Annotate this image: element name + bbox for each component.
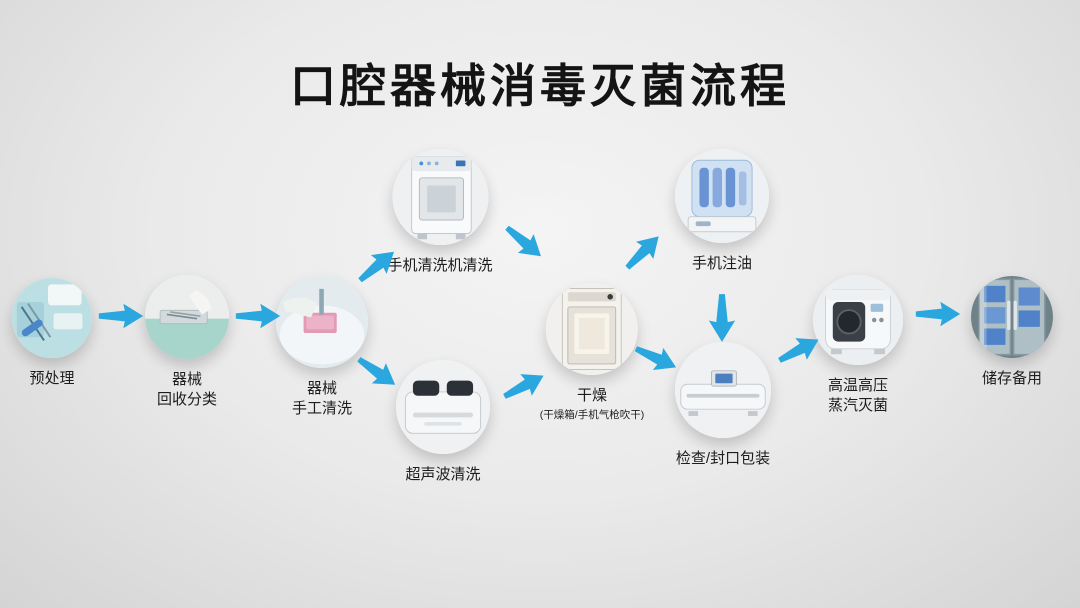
arrow-down-right-icon <box>634 346 677 371</box>
autoclave-icon <box>813 275 903 365</box>
autoclave-machine <box>813 275 903 365</box>
node-label: 手机注油 <box>692 254 752 274</box>
node-label-line: 储存备用 <box>981 370 1042 387</box>
node-label: 器械 回收分类 <box>157 370 217 411</box>
hand-washing-icon <box>276 276 368 368</box>
handpiece-washer-icon <box>391 149 488 245</box>
drying-oven-machine <box>545 283 638 375</box>
node-label: 检查/封口包装 <box>676 449 770 469</box>
arrow-right-icon <box>235 303 281 329</box>
flow-arrow-autoclave-to-storage <box>915 301 961 327</box>
node-label-line: 器械 <box>306 380 337 397</box>
node-storage: 储存备用 <box>971 276 1053 389</box>
storage-cabinet-photo <box>971 276 1053 358</box>
flow-arrow-wash-to-ultrasonic <box>351 348 404 396</box>
arrow-up-right-icon <box>503 374 544 399</box>
node-label-line: 手机注油 <box>691 255 752 272</box>
node-label: 器械 手工清洗 <box>292 379 352 420</box>
node-label: 干燥 <box>577 386 607 406</box>
flow-arrow-drying-to-oiling <box>618 227 669 278</box>
flow-arrow-pretreat-to-recycle <box>98 303 144 329</box>
instrument-tray-icon <box>12 278 92 358</box>
node-pretreatment: 预处理 <box>12 278 92 389</box>
node-inspect-seal-pack: 检查/封口包装 <box>675 342 771 469</box>
node-label-line: 干燥 <box>576 387 608 404</box>
node-label-line: 器械 <box>171 371 202 388</box>
sealing-machine-icon <box>675 342 771 438</box>
recycle-table-icon <box>145 275 229 359</box>
node-label-line: 手工清洗 <box>291 400 352 418</box>
node-label-line: 检查/封口包装 <box>675 450 771 467</box>
arrow-right-icon <box>98 303 144 329</box>
flow-arrow-recycle-to-wash <box>235 303 281 329</box>
arrow-down-icon <box>708 294 736 342</box>
flow-arrow-wash-to-washer <box>351 241 403 290</box>
page-title: 口腔器械消毒灭菌流程 <box>290 60 790 112</box>
arrow-down-right-icon <box>505 225 541 257</box>
node-label: 超声波清洗 <box>405 465 480 485</box>
node-autoclave: 高温高压 蒸汽灭菌 <box>813 275 903 417</box>
node-label-line: 回收分类 <box>156 391 217 409</box>
node-manual-wash: 器械 手工清洗 <box>276 276 368 420</box>
node-drying: 干燥 (干燥箱/手机气枪吹干) <box>540 283 644 422</box>
arrow-right-icon <box>915 301 961 327</box>
storage-cabinet-icon <box>971 276 1053 358</box>
handpiece-washer-machine <box>391 149 488 245</box>
node-label: 高温高压 蒸汽灭菌 <box>828 376 888 417</box>
arrow-up-right-icon <box>625 236 659 270</box>
flow-arrow-drying-to-seal <box>630 336 683 379</box>
node-label-line: 高温高压 <box>827 377 888 394</box>
hand-washing-photo <box>276 276 368 368</box>
oiling-machine-icon <box>675 149 769 243</box>
node-label: 手机清洗机清洗 <box>387 256 492 276</box>
node-label: 预处理 <box>29 369 74 389</box>
node-recycle-sort: 器械 回收分类 <box>145 275 229 411</box>
node-label-line: 蒸汽灭菌 <box>827 397 888 415</box>
recycle-table-photo <box>145 275 229 359</box>
sealing-machine <box>675 342 771 438</box>
ultrasonic-cleaner-icon <box>396 360 490 454</box>
node-handpiece-washer: 手机清洗机清洗 <box>387 149 493 276</box>
node-ultrasonic-clean: 超声波清洗 <box>396 360 490 485</box>
drying-oven-icon <box>545 283 638 375</box>
arrow-up-right-icon <box>778 338 819 363</box>
node-sublabel: (干燥箱/手机气枪吹干) <box>539 409 645 422</box>
node-label-line: 超声波清洗 <box>405 466 481 483</box>
flow-arrow-seal-to-autoclave <box>773 328 826 373</box>
flow-arrow-ultrasonic-to-drying <box>498 364 551 409</box>
node-handpiece-oiling: 手机注油 <box>675 149 769 274</box>
node-label-line: 手机清洗机清洗 <box>387 257 493 274</box>
flow-arrow-washer-to-drying <box>498 217 550 266</box>
oiling-machine <box>675 149 769 243</box>
node-label-line: 预处理 <box>29 370 75 387</box>
arrow-up-right-icon <box>358 251 394 283</box>
arrow-down-right-icon <box>357 357 396 385</box>
flow-arrow-oiling-to-seal <box>708 293 736 343</box>
ultrasonic-cleaner-machine <box>396 360 490 454</box>
node-label: 储存备用 <box>982 369 1042 389</box>
instrument-tray-photo <box>12 278 92 358</box>
